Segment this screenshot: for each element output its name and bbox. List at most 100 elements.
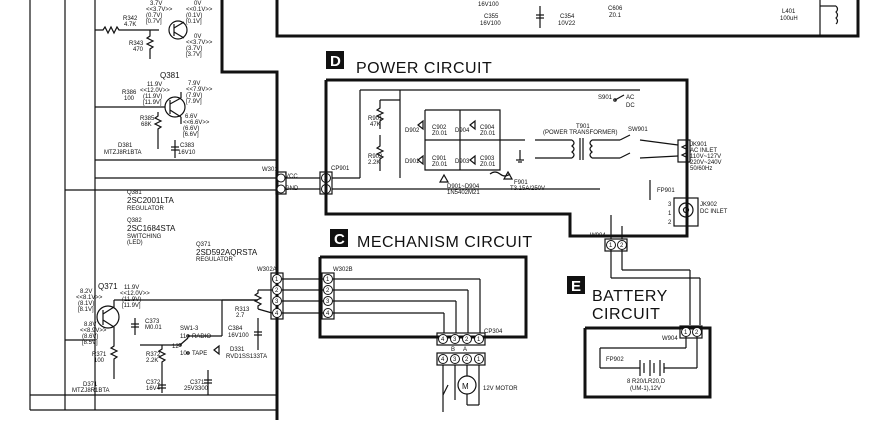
c355-value: 16V100 (480, 21, 501, 27)
d371-label: D371 (83, 382, 98, 388)
d903-label: D903 (455, 159, 470, 165)
s901-label: S901 (598, 95, 613, 101)
svg-text:1: 1 (609, 243, 613, 249)
w301-label: W301 (262, 167, 278, 173)
svg-text:4: 4 (326, 311, 330, 317)
svg-text:1: 1 (668, 211, 672, 217)
parts-q382: Q382 (127, 218, 142, 224)
c901-value: Z0.01 (432, 162, 448, 168)
section-e-battery: E BATTERY CIRCUIT W904 1 2 FP902 8 R20/L… (567, 276, 712, 399)
sw-radio: RADIO (192, 334, 211, 340)
q371-e2: <<8.9V>> (80, 328, 107, 334)
q371-v2: <<8.1V>> (76, 295, 103, 301)
parts-q382-part: 2SC1684STA (127, 224, 176, 233)
s901-ac: AC (626, 95, 635, 101)
w904-connector: W904 1 2 (590, 215, 701, 325)
q381-v2: <<7.9V>> (186, 87, 213, 93)
section-e-title1: BATTERY (592, 288, 668, 305)
svg-text:2: 2 (620, 243, 624, 249)
section-c-letter: C (334, 231, 345, 248)
c355-label: C355 (484, 14, 499, 20)
q381-e4: [6.6V] (183, 132, 199, 138)
d381-label: D381 (118, 143, 133, 149)
section-d-power: D POWER CIRCUIT R901 47K R902 2.2K D902 … (324, 51, 728, 238)
r343-label: R343 (129, 41, 144, 47)
section-d-badge (326, 51, 344, 69)
svg-text:2: 2 (695, 330, 699, 336)
r342-label: R342 (123, 16, 138, 22)
d371-value: MTZJ8R1BTA (72, 388, 110, 394)
d331-label: D331 (230, 347, 245, 353)
volt-c2: <<3.7V>> (186, 40, 213, 46)
parts-q371-part: 2SD592AQRSTA (196, 248, 258, 257)
q371-v4: [8.1V] (78, 307, 94, 313)
w302b-label: W302B (333, 267, 353, 273)
w904-label: W904 (590, 233, 606, 239)
q371-e1: 8.8V (84, 322, 96, 328)
jk901-label: JK901 (690, 142, 708, 148)
c902-value: Z0.01 (432, 131, 448, 137)
battery-spec1: 8 R20/LR20,D (627, 379, 666, 385)
section-e-title2: CIRCUIT (592, 306, 660, 323)
q371-title: Q371 (98, 282, 118, 291)
cp304-label: CP304 (484, 329, 503, 335)
q371-c2: <<12.0V>> (120, 291, 150, 297)
q371-e3: (8.6V) (82, 334, 98, 340)
c606-label: C606 (608, 6, 623, 12)
volt-b4: [0.1V] (186, 19, 202, 25)
r372-label: R372 (146, 352, 161, 358)
c902-label: C902 (432, 125, 447, 131)
q381-v3: (7.9V) (186, 93, 202, 99)
t901-note: (POWER TRANSFORMER) (543, 130, 618, 136)
jk901-note4: 50/60Hz (690, 166, 712, 172)
svg-text:3: 3 (668, 202, 672, 208)
svg-text:M: M (462, 382, 469, 391)
d904-label: D904 (455, 128, 470, 134)
r313-label: R313 (235, 307, 250, 313)
c372-label: C372 (146, 380, 161, 386)
volt-b1: 0V (194, 1, 201, 7)
section-d-letter: D (330, 53, 341, 70)
c904-label: C904 (480, 125, 495, 131)
r371-label: R371 (92, 352, 107, 358)
top-left-circuit: 3.7V <<3.7V>> (0.7V) [0.7V] 0V <<0.1V>> … (29, 0, 279, 420)
r901-label: R901 (368, 116, 383, 122)
section-e-badge (567, 276, 585, 294)
parts-q381: Q381 (127, 190, 142, 196)
r902-label: R902 (368, 154, 383, 160)
r386-label: R386 (122, 90, 137, 96)
svg-text:1: 1 (275, 277, 279, 283)
q381-v1: 7.9V (188, 81, 200, 87)
c383-value: 16V10 (178, 150, 196, 156)
q371-c4: [11.9V] (122, 303, 141, 309)
c606-value: Z0.1 (609, 13, 622, 19)
jk901-note3: 220V~240V (690, 160, 722, 166)
svg-text:2: 2 (668, 220, 672, 226)
sw-label: SW1-3 (180, 326, 199, 332)
volt-a3: (0.7V) (146, 13, 162, 19)
c372-value: 16V4 (146, 386, 161, 392)
c384-value: 16V100 (228, 333, 249, 339)
parts-q381-note: REGULATOR (127, 206, 164, 212)
fp902-label: FP902 (606, 357, 624, 363)
diodes-note1: D901~D904 (447, 184, 480, 190)
svg-text:2: 2 (326, 288, 330, 294)
l401-value: 100uH (780, 16, 798, 22)
r372-value: 2.2K (146, 358, 158, 364)
sw-pos11: 11 (180, 334, 187, 340)
svg-text:1: 1 (477, 357, 481, 363)
diodes-note2: 1N5402M21 (447, 190, 480, 196)
svg-text:1: 1 (477, 337, 481, 343)
r385-label: R385 (140, 116, 155, 122)
c371-value: 25V3300 (184, 386, 209, 392)
svg-text:B: B (451, 347, 455, 353)
l401-label: L401 (782, 9, 796, 15)
volt-c3: (3.7V) (186, 46, 202, 52)
volt-c1: 0V (194, 34, 201, 40)
parts-q382-note2: (LED) (127, 240, 143, 246)
volt-a2: <<3.7V>> (146, 7, 173, 13)
t901-label: T901 (576, 124, 590, 130)
c384-label: C384 (228, 326, 243, 332)
c354-label: C354 (560, 14, 575, 20)
w301-connector: W301 VCC GND (262, 167, 320, 195)
